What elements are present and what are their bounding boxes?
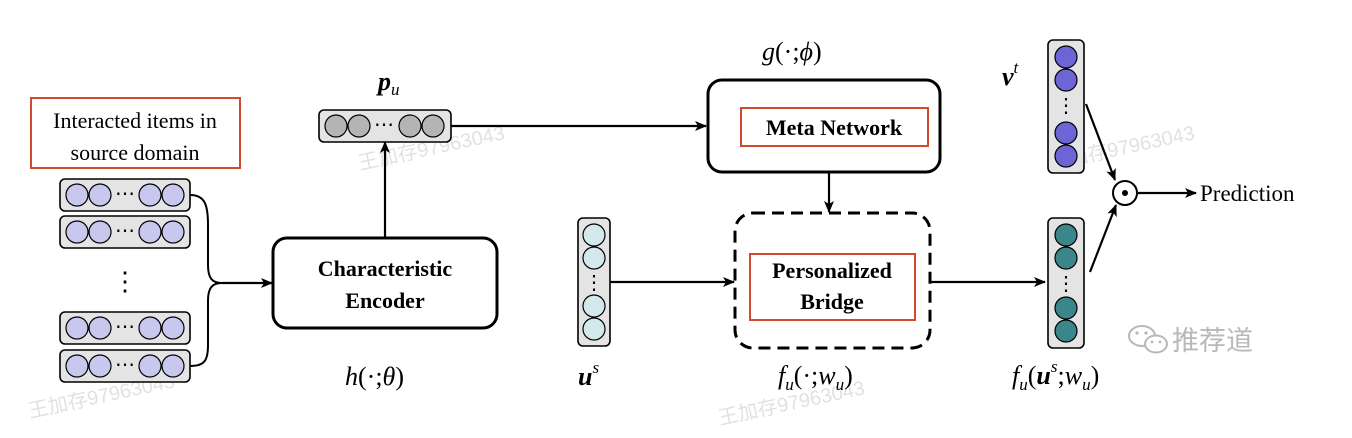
characteristic-encoder-box — [271, 236, 499, 330]
watermark-logo: 推荐道 — [1128, 325, 1253, 356]
us-vector: ⋮ — [577, 217, 611, 347]
prediction-label: Prediction — [1200, 181, 1295, 206]
wechat-logo-icon — [1128, 325, 1168, 354]
source-item-bar-1: ⋯ — [59, 178, 191, 212]
output-function-label: fu(us;wu) — [1012, 357, 1099, 394]
pu-vector: ⋯ — [318, 109, 452, 143]
source-label-line1: Interacted items in — [53, 108, 217, 133]
vt-to-dot-arrow — [1084, 103, 1117, 181]
source-item-bar-2: ⋯ — [59, 215, 191, 249]
fu-vdots: ⋮ — [1056, 273, 1076, 295]
vt-label: vt — [1002, 58, 1020, 91]
encoder-function-label: h(·;θ) — [345, 362, 404, 391]
pu-label: pu — [376, 67, 400, 99]
source-item-bar-3: ⋯ — [59, 311, 191, 345]
encoder-label-line2: Encoder — [345, 288, 425, 313]
dot-product-center — [1122, 190, 1128, 196]
bridge-label-box — [749, 253, 916, 321]
source-bar-2-dots: ⋯ — [115, 220, 135, 242]
source-label-line2: source domain — [71, 140, 200, 165]
us-vdots: ⋮ — [584, 272, 604, 294]
source-label-box — [30, 97, 241, 169]
meta-network-label: Meta Network — [766, 115, 903, 140]
bridge-function-label: fu(·;wu) — [778, 361, 853, 394]
us-label: us — [578, 358, 599, 391]
meta-network-label-box — [740, 107, 929, 147]
watermark-logo-text: 推荐道 — [1172, 326, 1253, 356]
source-brace — [189, 194, 223, 367]
source-bar-1-dots: ⋯ — [115, 183, 135, 205]
encoder-label-line1: Characteristic — [318, 256, 453, 281]
vt-vector: ⋮ — [1047, 39, 1085, 174]
source-bar-3-dots: ⋯ — [115, 316, 135, 338]
bridge-label-line1: Personalized — [772, 258, 892, 283]
fu-to-dot-arrow — [1088, 204, 1118, 273]
vt-vdots: ⋮ — [1056, 95, 1076, 117]
bridge-label-line2: Bridge — [800, 289, 864, 314]
fu-vector: ⋮ — [1047, 217, 1085, 349]
meta-function-label: g(·;ϕ) — [762, 37, 822, 66]
source-item-bar-4: ⋯ — [59, 349, 191, 383]
source-bars-vdots: ⋮ — [112, 267, 138, 296]
pu-dots: ⋯ — [374, 114, 394, 136]
source-bar-4-dots: ⋯ — [115, 354, 135, 376]
